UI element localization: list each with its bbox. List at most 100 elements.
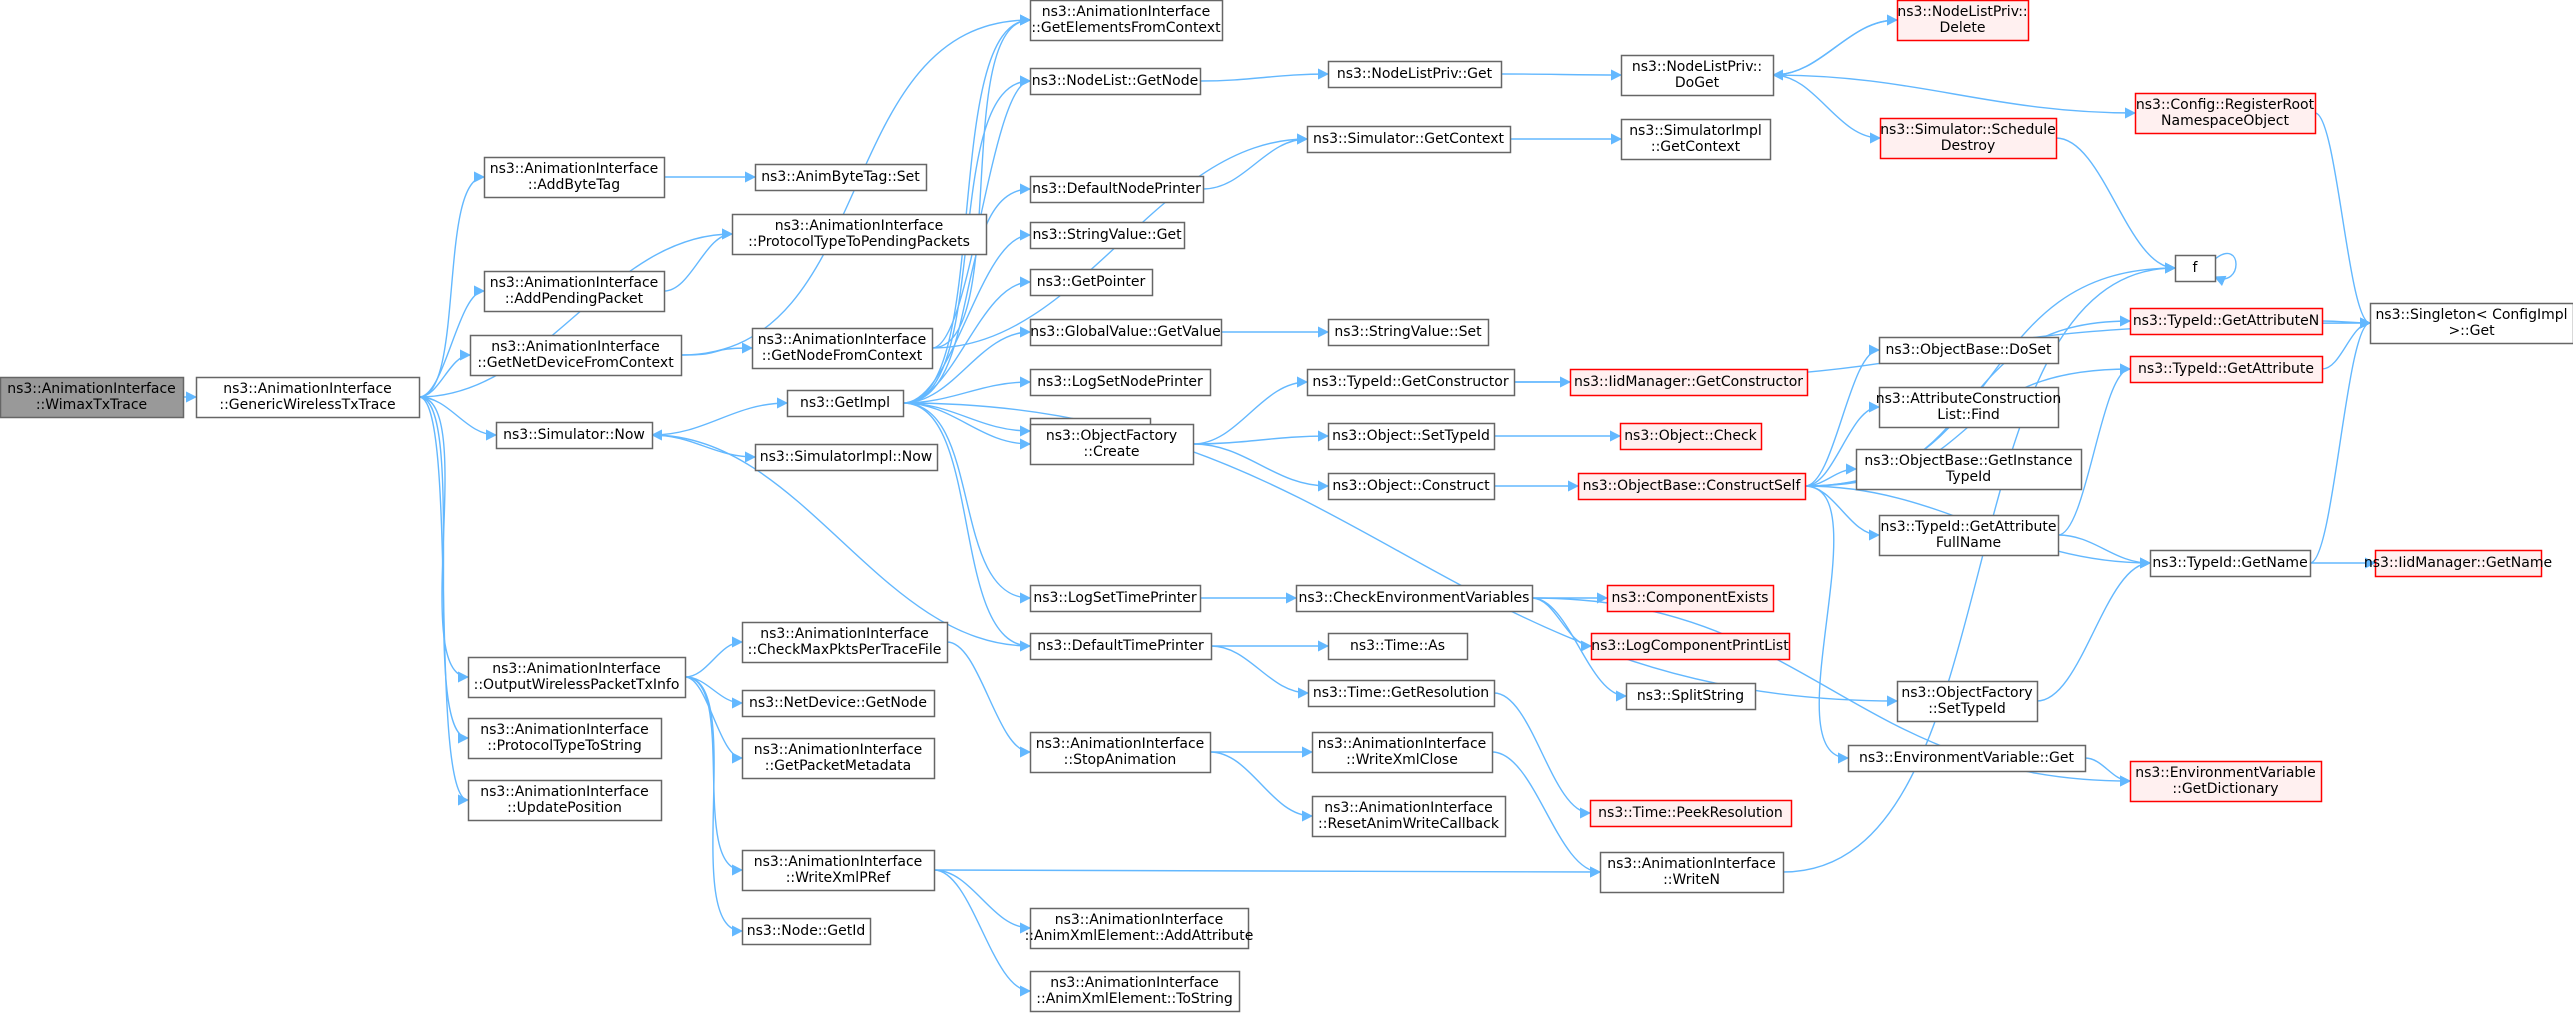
node-box[interactable]: [467, 717, 663, 760]
node-n59[interactable]: ns3::AnimationInterface::GetPacketMetada…: [741, 737, 936, 780]
node-box[interactable]: [1029, 731, 1212, 774]
node-box[interactable]: [754, 163, 928, 192]
node-n57[interactable]: ns3::AnimationInterface::CheckMaxPktsPer…: [741, 621, 949, 664]
node-box[interactable]: [495, 421, 654, 450]
node-box[interactable]: [1327, 472, 1496, 501]
node-n45[interactable]: ns3::CheckEnvironmentVariables: [1295, 584, 1534, 613]
node-box[interactable]: [1878, 386, 2060, 429]
node-n39[interactable]: ns3::TypeId::GetAttributeN: [2129, 307, 2324, 336]
node-n65[interactable]: ns3::AnimationInterface::UpdatePosition: [467, 779, 663, 822]
node-box[interactable]: [741, 737, 936, 780]
node-box[interactable]: [2129, 307, 2324, 336]
node-n50[interactable]: ns3::EnvironmentVariable::Get: [1847, 744, 2087, 773]
node-n66[interactable]: ns3::AnimationInterface::WriteXmlPRef: [741, 849, 936, 892]
node-n1[interactable]: ns3::AnimationInterface::GenericWireless…: [195, 376, 421, 419]
node-box[interactable]: [1606, 584, 1775, 613]
node-n6[interactable]: ns3::AnimationInterface::GetNetDeviceFro…: [469, 334, 683, 377]
node-box[interactable]: [1878, 514, 2060, 557]
node-box[interactable]: [1306, 125, 1512, 154]
node-n22[interactable]: ns3::GetPointer: [1029, 268, 1154, 297]
node-box[interactable]: [1029, 423, 1195, 466]
node-n11[interactable]: ns3::GetImpl: [786, 389, 905, 418]
node-n60[interactable]: ns3::AnimationInterface::StopAnimation: [1029, 731, 1212, 774]
node-box[interactable]: [1599, 851, 1785, 894]
node-box[interactable]: [1029, 221, 1186, 250]
node-box[interactable]: [1590, 632, 1791, 661]
node-box[interactable]: [1311, 795, 1507, 838]
node-n13[interactable]: ns3::NodeListPriv::Get: [1327, 60, 1503, 89]
node-box[interactable]: [1847, 744, 2087, 773]
node-n31[interactable]: ns3::Object::Check: [1619, 422, 1763, 451]
node-box[interactable]: [741, 621, 949, 664]
node-box[interactable]: [483, 270, 666, 313]
node-n62[interactable]: ns3::AnimationInterface::ResetAnimWriteC…: [1311, 795, 1507, 838]
node-box[interactable]: [469, 334, 683, 377]
node-box[interactable]: [2149, 549, 2312, 578]
node-box[interactable]: [1855, 448, 2083, 491]
node-n32[interactable]: ns3::Object::Construct: [1327, 472, 1496, 501]
node-box[interactable]: [1619, 422, 1763, 451]
node-n58[interactable]: ns3::NetDevice::GetNode: [741, 689, 936, 718]
node-n8[interactable]: ns3::AnimationInterface::GetElementsFrom…: [1029, 0, 1224, 42]
node-box[interactable]: [2374, 549, 2543, 578]
node-box[interactable]: [751, 327, 934, 370]
node-box[interactable]: [1029, 175, 1205, 204]
node-box[interactable]: [2129, 760, 2323, 803]
node-n48[interactable]: ns3::SplitString: [1625, 682, 1757, 711]
node-box[interactable]: [1029, 0, 1224, 42]
node-n25[interactable]: ns3::LogSetNodePrinter: [1029, 368, 1212, 397]
node-n2[interactable]: ns3::AnimationInterface::AddByteTag: [483, 156, 666, 199]
node-n19[interactable]: ns3::Simulator::GetContext: [1306, 125, 1512, 154]
node-n33[interactable]: ns3::ObjectBase::ConstructSelf: [1577, 472, 1807, 501]
node-box[interactable]: [1307, 679, 1496, 708]
node-n56[interactable]: ns3::AnimationInterface::OutputWirelessP…: [467, 656, 687, 699]
node-n55[interactable]: ns3::Time::PeekResolution: [1589, 799, 1793, 828]
node-box[interactable]: [2369, 302, 2573, 345]
node-box[interactable]: [1589, 799, 1793, 828]
node-box[interactable]: [1327, 318, 1490, 347]
node-n67[interactable]: ns3::AnimationInterface::AnimXmlElement:…: [1025, 907, 1254, 950]
node-box[interactable]: [741, 849, 936, 892]
node-n4[interactable]: ns3::AnimationInterface::ProtocolTypeToP…: [731, 213, 988, 256]
node-n15[interactable]: ns3::NodeListPriv::Delete: [1896, 0, 2030, 42]
node-n46[interactable]: ns3::ComponentExists: [1606, 584, 1775, 613]
node-n18[interactable]: ns3::DefaultNodePrinter: [1029, 175, 1205, 204]
node-n53[interactable]: ns3::Time::As: [1327, 632, 1469, 661]
node-box[interactable]: [1327, 422, 1496, 451]
node-n52[interactable]: ns3::DefaultTimePrinter: [1029, 632, 1213, 661]
node-n49[interactable]: ns3::ObjectFactory::SetTypeId: [1896, 680, 2039, 723]
node-n5[interactable]: ns3::AnimationInterface::AddPendingPacke…: [483, 270, 666, 313]
node-box[interactable]: [1878, 336, 2060, 365]
node-box[interactable]: [467, 779, 663, 822]
node-box[interactable]: [1879, 117, 2058, 160]
node-box[interactable]: [1577, 472, 1807, 501]
node-box[interactable]: [1620, 118, 1772, 161]
node-box[interactable]: [2129, 355, 2324, 384]
node-box[interactable]: [1029, 584, 1202, 613]
node-n44[interactable]: ns3::LogSetTimePrinter: [1029, 584, 1202, 613]
node-box[interactable]: [1327, 632, 1469, 661]
node-n0[interactable]: ns3::AnimationInterface::WimaxTxTrace: [0, 376, 185, 419]
node-box[interactable]: [1625, 682, 1757, 711]
node-n9[interactable]: ns3::Simulator::Now: [495, 421, 654, 450]
node-box[interactable]: [483, 156, 666, 199]
node-box[interactable]: [786, 389, 905, 418]
node-box[interactable]: [1029, 368, 1212, 397]
node-box[interactable]: [195, 376, 421, 419]
node-n20[interactable]: ns3::SimulatorImpl::GetContext: [1620, 118, 1772, 161]
node-box[interactable]: [741, 917, 872, 946]
node-box[interactable]: [1896, 680, 2039, 723]
node-box[interactable]: [1620, 54, 1775, 97]
node-n40[interactable]: ns3::TypeId::GetAttribute: [2129, 355, 2324, 384]
node-box[interactable]: [0, 376, 185, 419]
node-box[interactable]: [467, 656, 687, 699]
node-n68[interactable]: ns3::AnimationInterface::AnimXmlElement:…: [1029, 970, 1241, 1013]
node-n61[interactable]: ns3::AnimationInterface::WriteXmlClose: [1311, 731, 1494, 774]
node-box[interactable]: [1311, 731, 1494, 774]
node-box[interactable]: [1029, 970, 1241, 1013]
node-n28[interactable]: ns3::TypeId::GetConstructor: [1306, 368, 1516, 397]
